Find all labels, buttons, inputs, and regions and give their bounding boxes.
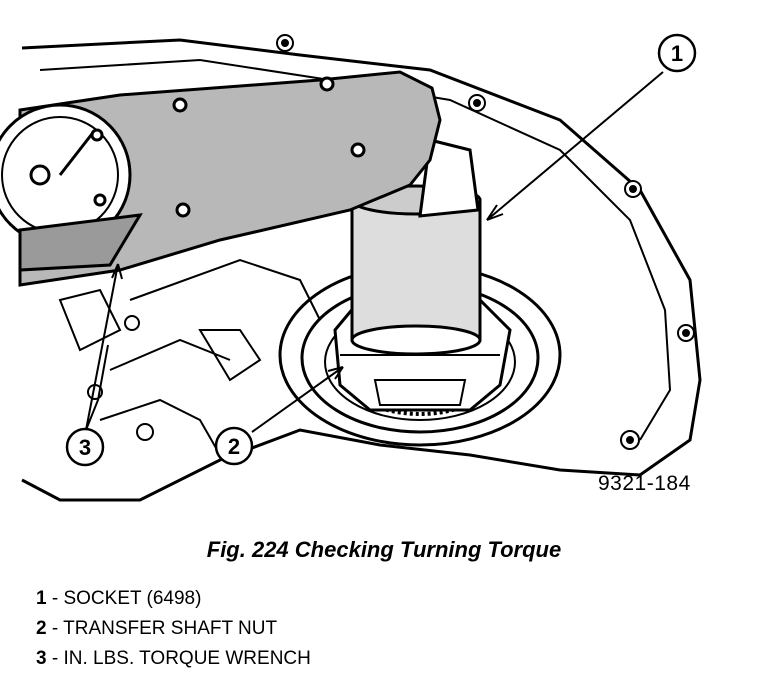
- legend-number: 2: [36, 618, 47, 639]
- legend-text: SOCKET (6498): [63, 588, 202, 609]
- legend-text: TRANSFER SHAFT NUT: [63, 618, 278, 639]
- technical-illustration: 1 2 3: [0, 33, 702, 502]
- bolt-holes: [87, 34, 695, 450]
- transmission-housing: [21, 38, 702, 502]
- figure-id: 9321-184: [598, 472, 691, 495]
- figure-caption: Fig. 224 Checking Turning Torque: [206, 537, 562, 562]
- socket: [350, 138, 482, 356]
- callout-1-label: 1: [671, 41, 683, 66]
- legend-item: 2 - TRANSFER SHAFT NUT: [36, 618, 278, 639]
- legend-item: 3 - IN. LBS. TORQUE WRENCH: [36, 648, 311, 669]
- legend: 1 - SOCKET (6498) 2 - TRANSFER SHAFT NUT…: [36, 584, 311, 674]
- torque-wrench: [0, 70, 442, 287]
- callout-3-label: 3: [79, 435, 91, 460]
- leader-lines: [85, 71, 664, 433]
- legend-item: 1 - SOCKET (6498): [36, 588, 202, 609]
- callout-1: 1: [657, 33, 697, 73]
- legend-number: 3: [36, 648, 47, 669]
- legend-number: 1: [36, 588, 47, 609]
- callout-3: 3: [65, 427, 105, 467]
- legend-text: IN. LBS. TORQUE WRENCH: [63, 648, 311, 669]
- callout-2-label: 2: [228, 434, 240, 459]
- callout-2: 2: [214, 426, 254, 466]
